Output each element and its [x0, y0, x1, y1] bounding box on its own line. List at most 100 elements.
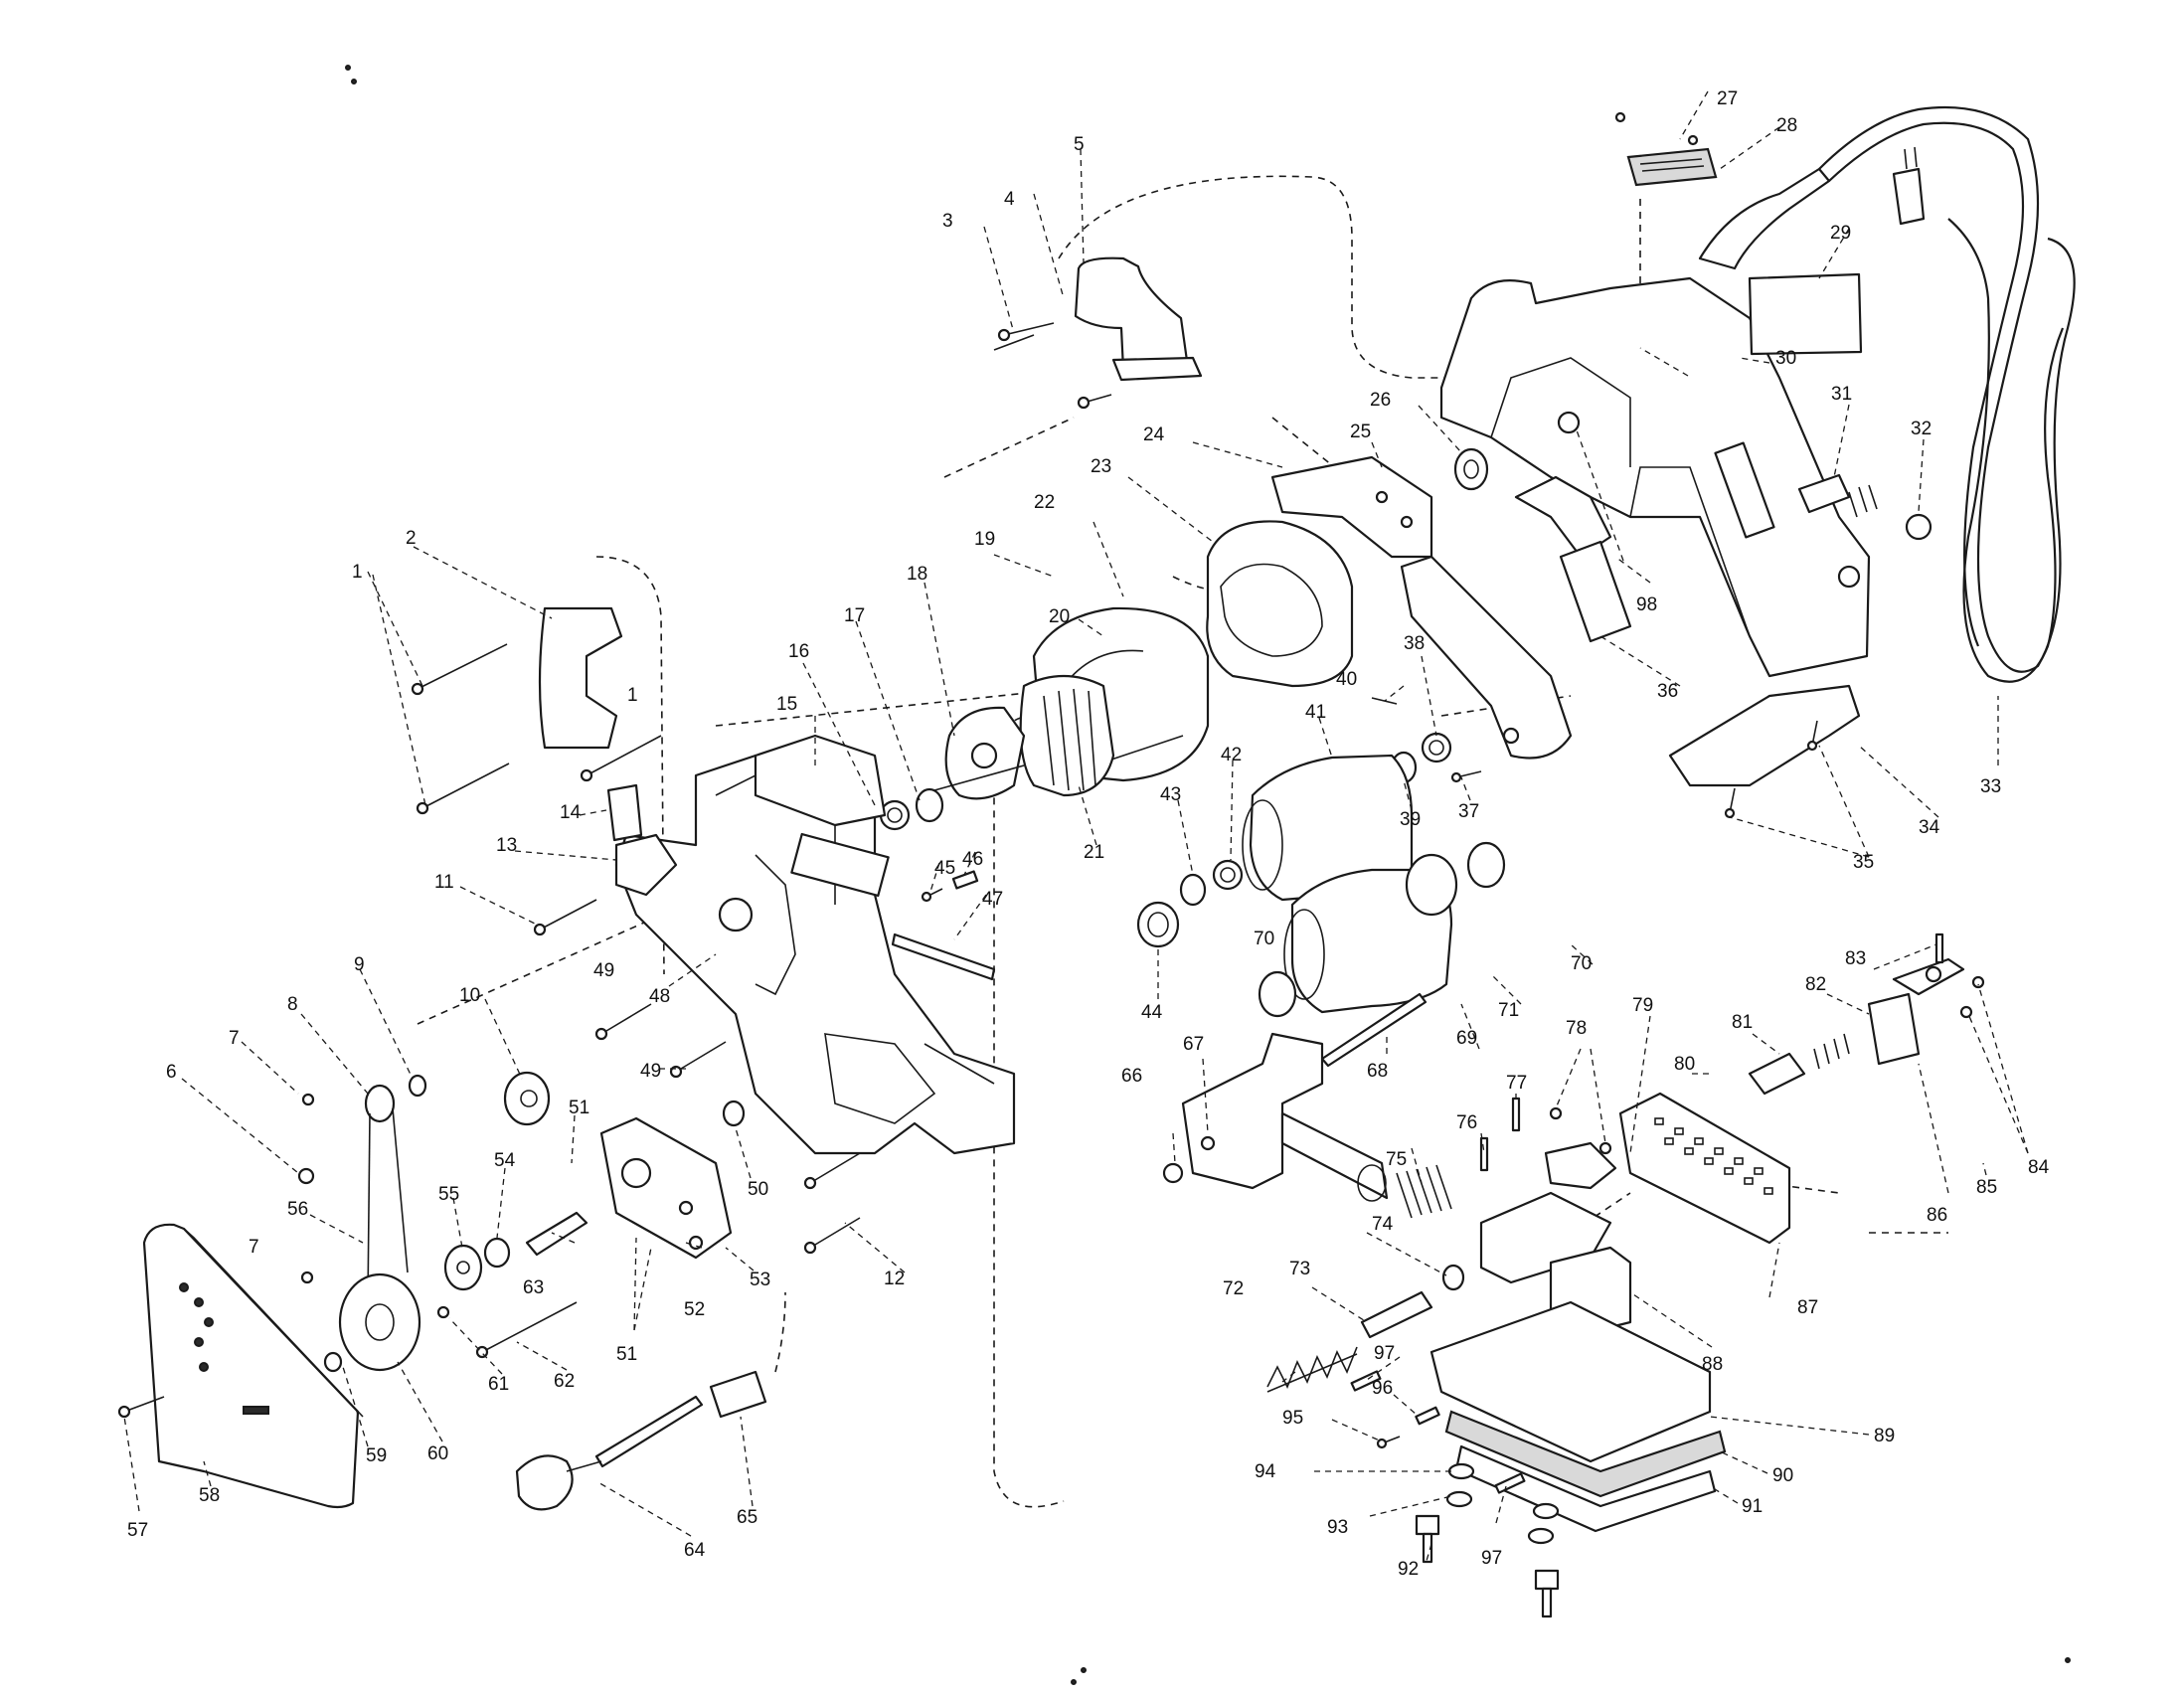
belt-part-56 — [367, 1107, 409, 1303]
callout-21: 21 — [1084, 842, 1104, 863]
callout-62: 62 — [554, 1371, 575, 1392]
spring-part-75 — [1396, 1164, 1452, 1219]
callout-18: 18 — [907, 564, 927, 585]
screw-part-11 — [533, 899, 597, 936]
callout-19: 19 — [974, 529, 995, 550]
screw-part-84 — [1959, 975, 1985, 1019]
washer-part-93 — [1445, 1490, 1555, 1545]
callout-33: 33 — [1980, 776, 2001, 797]
ring-part-59 — [323, 1351, 343, 1373]
axle-part-68 — [1320, 992, 1428, 1068]
leader-lines — [123, 90, 2029, 1562]
power-cord-part-33 — [1698, 105, 2076, 683]
callout-16: 16 — [788, 641, 809, 662]
stray-mark — [1071, 1679, 1077, 1685]
armature-part-18 — [933, 674, 1115, 800]
screw-part-45 — [921, 888, 943, 903]
callout-96: 96 — [1372, 1378, 1393, 1399]
screw-part-49 — [594, 1003, 727, 1079]
callout-49: 49 — [593, 960, 614, 981]
pad-part-90 — [1444, 1410, 1727, 1498]
pin-part-83 — [1934, 933, 1944, 964]
callout-9: 9 — [354, 954, 365, 975]
callout-98: 98 — [1636, 594, 1657, 615]
stray-mark — [2065, 1657, 2071, 1663]
callout-24: 24 — [1143, 424, 1165, 445]
callout-89: 89 — [1874, 1426, 1895, 1446]
callout-51: 51 — [616, 1344, 637, 1365]
callout-59: 59 — [366, 1445, 387, 1466]
callout-64: 64 — [684, 1540, 706, 1561]
callout-95: 95 — [1282, 1408, 1303, 1429]
washer-part-66 — [1162, 1162, 1184, 1184]
callout-34: 34 — [1919, 817, 1940, 838]
brush-spring-part-36 — [1514, 475, 1632, 643]
callout-15: 15 — [776, 694, 797, 715]
callout-74: 74 — [1372, 1214, 1394, 1235]
callout-36: 36 — [1657, 681, 1678, 702]
gear-housing-part-13 — [614, 754, 1016, 1155]
brush-cover-part-2 — [538, 606, 623, 750]
stray-mark — [1081, 1667, 1087, 1673]
housing-cap-part-15 — [754, 734, 887, 827]
callout-48: 48 — [649, 986, 670, 1007]
callout-81: 81 — [1732, 1012, 1753, 1033]
screw-part-3 — [993, 334, 1035, 351]
callout-22: 22 — [1034, 492, 1055, 513]
callout-65: 65 — [737, 1507, 757, 1528]
callout-46: 46 — [962, 849, 983, 870]
callout-38: 38 — [1404, 633, 1425, 654]
screw-part-27 — [1614, 111, 1699, 146]
callout-52: 52 — [684, 1299, 705, 1320]
callout-63: 63 — [523, 1277, 544, 1298]
callout-29: 29 — [1830, 223, 1851, 244]
bracket-part-79 — [1544, 1141, 1617, 1190]
handle-part-5 — [997, 256, 1203, 410]
callout-17: 17 — [844, 605, 865, 626]
callout-97: 97 — [1374, 1343, 1395, 1364]
shaft-part-73 — [1360, 1290, 1433, 1339]
callout-84: 84 — [2028, 1157, 2050, 1178]
bearing-part-38 — [1421, 732, 1452, 763]
bushing-part-50 — [722, 1100, 746, 1127]
callout-90: 90 — [1772, 1465, 1793, 1486]
callout-70: 70 — [1254, 929, 1274, 949]
callout-3: 3 — [942, 211, 953, 232]
gear-plate-part-53 — [599, 1116, 733, 1260]
callout-58: 58 — [199, 1485, 220, 1506]
screw-part-12 — [803, 1152, 861, 1255]
screw-part-57 — [117, 1396, 165, 1419]
callout-2: 2 — [406, 528, 417, 549]
flange-part-70 — [1258, 841, 1506, 1018]
callout-61: 61 — [488, 1374, 509, 1395]
screw-part-37 — [1450, 770, 1482, 783]
callout-39: 39 — [1400, 809, 1421, 830]
callout-47: 47 — [982, 889, 1003, 910]
brush-holder-part-25 — [1270, 455, 1573, 760]
flange-part-55 — [443, 1244, 483, 1291]
pin-part-77 — [1511, 1097, 1521, 1132]
belt-guide-part-47 — [891, 933, 996, 981]
clip-part-14 — [606, 783, 643, 842]
callout-labels: 1 1 2 3 4 5 6 7 7 8 9 10 11 12 13 14 15 … — [127, 88, 2050, 1580]
pin-part-40 — [1371, 697, 1398, 705]
callout-14: 14 — [560, 802, 582, 823]
screw-part-78 — [1549, 1106, 1612, 1155]
idler-drum-part-69 — [1283, 868, 1453, 1014]
base-plate-part-34 — [1668, 684, 1861, 787]
callout-28: 28 — [1776, 115, 1797, 136]
callout-44: 44 — [1141, 1002, 1163, 1023]
gear-part-8 — [364, 1084, 396, 1123]
callout-94: 94 — [1255, 1461, 1276, 1482]
bushing-part-65 — [709, 1370, 767, 1419]
brush-part-98 — [1557, 411, 1581, 434]
pin-part-96 — [1415, 1406, 1440, 1426]
screw-part-61 — [436, 1305, 450, 1319]
callout-4: 4 — [1004, 189, 1015, 210]
screw-part-95 — [1376, 1436, 1401, 1449]
callout-50: 50 — [748, 1179, 768, 1200]
callout-10: 10 — [459, 985, 480, 1006]
callout-56: 56 — [287, 1199, 308, 1220]
pulley-part-60 — [338, 1272, 421, 1372]
